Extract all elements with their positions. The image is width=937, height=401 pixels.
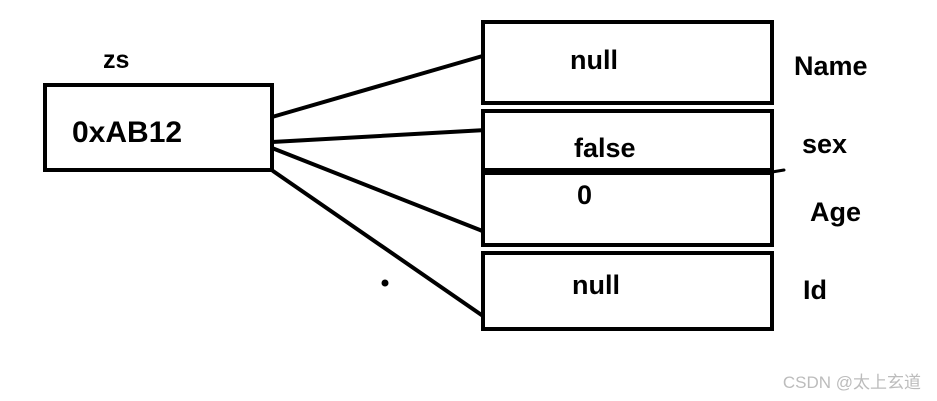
edge-tick-mark bbox=[770, 168, 786, 174]
field-label-sex: sex bbox=[802, 129, 848, 159]
variable-name-label: zs bbox=[103, 46, 130, 74]
field-box-id bbox=[481, 251, 774, 331]
variable-value: 0xAB12 bbox=[72, 116, 183, 149]
stray-dot bbox=[381, 279, 389, 287]
field-value-name: null bbox=[570, 45, 618, 75]
pointer-line-name bbox=[270, 48, 499, 119]
field-label-name: Name bbox=[794, 51, 868, 81]
variable-box bbox=[43, 83, 274, 172]
field-value-sex: false bbox=[574, 133, 636, 163]
csdn-watermark: CSDN @太上玄道 bbox=[782, 373, 921, 392]
field-box-age bbox=[481, 171, 774, 247]
field-box-sex bbox=[481, 109, 774, 172]
field-value-id: null bbox=[572, 270, 620, 300]
field-label-id: Id bbox=[803, 275, 827, 305]
field-label-age: Age bbox=[810, 197, 862, 227]
field-value-age: 0 bbox=[577, 180, 593, 210]
field-box-name bbox=[481, 20, 774, 105]
pointer-line-sex bbox=[270, 125, 498, 144]
